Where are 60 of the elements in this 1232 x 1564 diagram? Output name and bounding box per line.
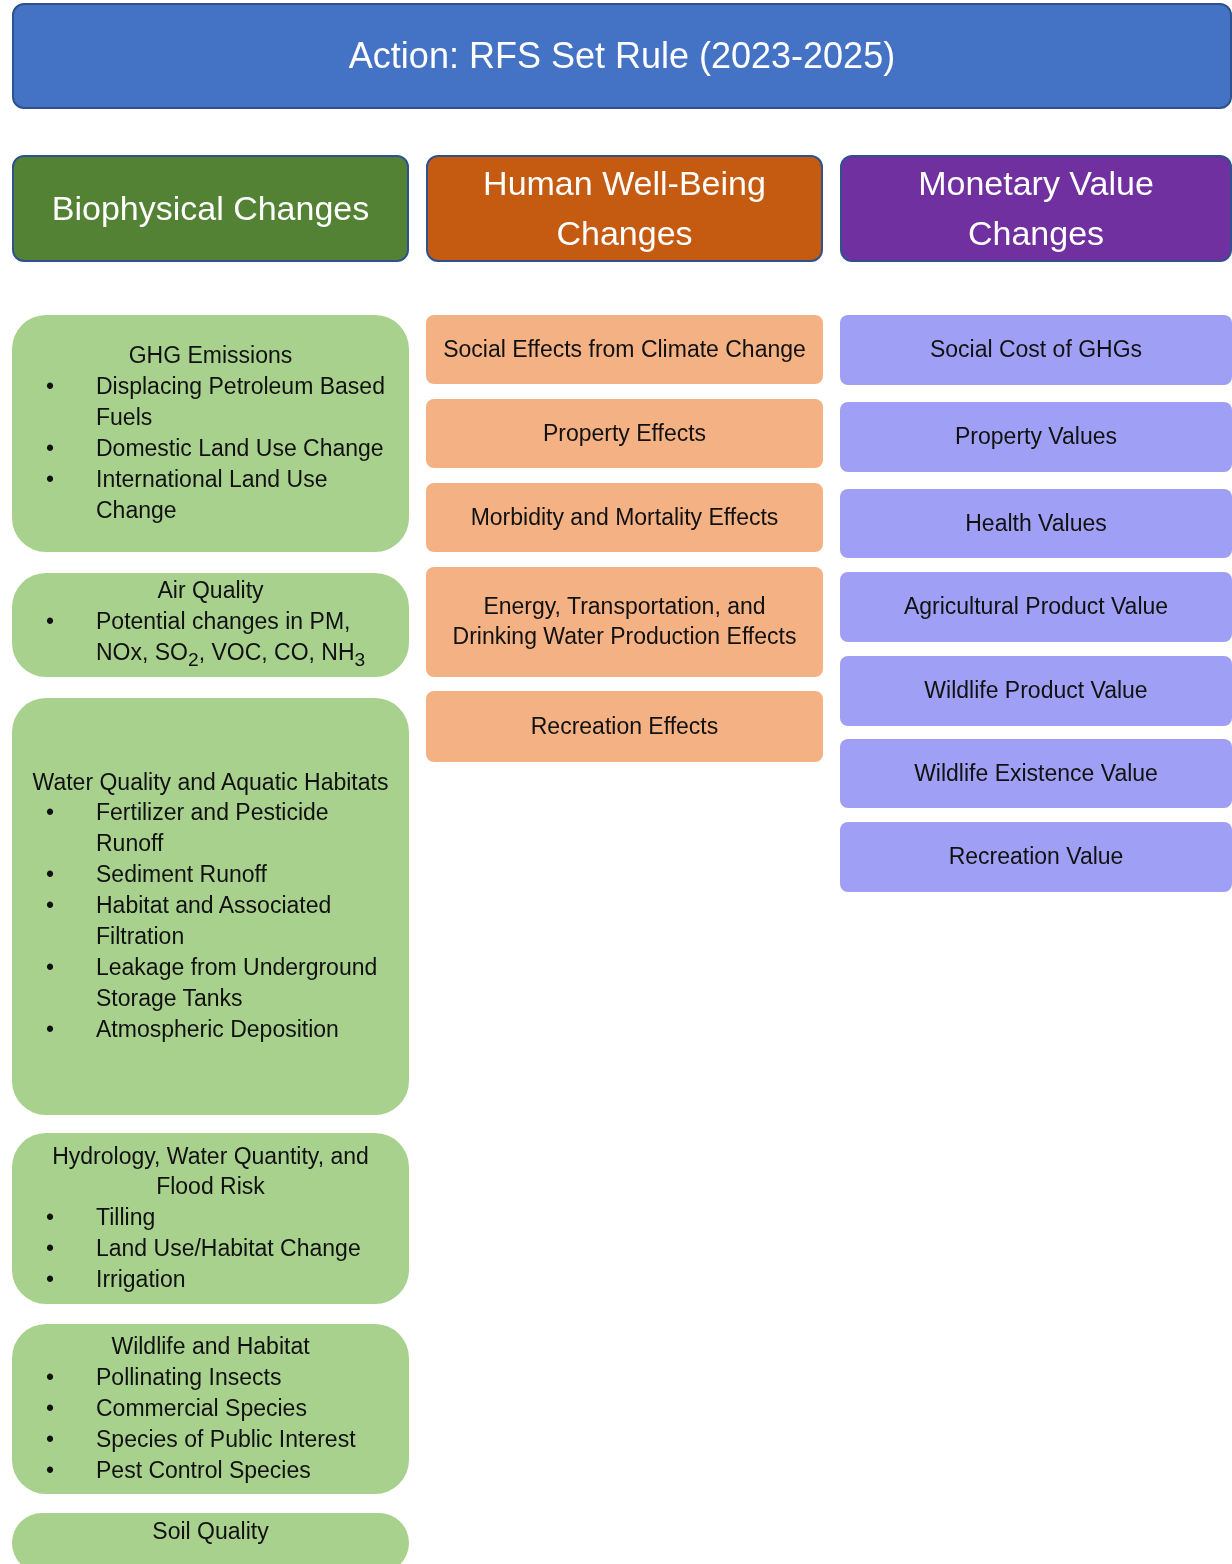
bullet-item: • International Land Use Change — [46, 464, 329, 525]
column-header — [426, 155, 823, 262]
card-label: Wildlife Product Value — [924, 676, 1148, 706]
bullet-item: • Irrigation — [46, 1264, 187, 1294]
category-card — [12, 698, 409, 1115]
category-card — [12, 1513, 409, 1564]
card-heading: GHG Emissions — [128, 341, 293, 371]
card-label: Morbidity and Mortality Effects — [470, 502, 779, 532]
effect-card — [426, 691, 823, 762]
title-banner — [12, 3, 1232, 109]
card-heading: Water Quality and Aquatic Habitats — [32, 767, 389, 797]
header-title: Monetary Value Changes — [917, 163, 1155, 254]
bullet-item: • Potential changes in PM, NOx, SO$_{2}$, VOC, CO, NH$_{3}$ — [46, 606, 367, 672]
bullet-item: • Pollinating Insects — [46, 1362, 283, 1392]
bullet-item: • Pest Control Species — [46, 1455, 312, 1485]
card-label: Recreation Value — [948, 842, 1124, 872]
category-card — [12, 1324, 409, 1494]
value-card — [840, 739, 1232, 808]
header-title: Biophysical Changes — [51, 187, 370, 229]
bullet-item: • Habitat and Associated Filtration — [46, 891, 333, 952]
value-card — [840, 572, 1232, 642]
effect-card — [426, 483, 823, 552]
card-label: Property Values — [955, 422, 1117, 452]
card-label: Wildlife Existence Value — [914, 758, 1158, 788]
value-card — [840, 822, 1232, 892]
effect-card — [426, 315, 823, 384]
value-card — [840, 656, 1232, 726]
effect-card — [426, 567, 823, 677]
card-label: Recreation Effects — [530, 711, 719, 741]
bullet-item: • Atmospheric Deposition — [46, 1015, 340, 1045]
bullet-item: • Displacing Petroleum Based Fuels — [46, 371, 386, 432]
bullet-item: • Tilling — [46, 1202, 157, 1232]
card-label: Social Cost of GHGs — [929, 335, 1143, 365]
value-card — [840, 315, 1232, 385]
bullet-item: • Sediment Runoff — [46, 860, 268, 890]
category-card — [12, 1133, 409, 1304]
card-heading: Air Quality — [157, 575, 264, 605]
card-label: Social Effects from Climate Change — [443, 334, 806, 364]
card-label: Property Effects — [542, 418, 707, 448]
banner-title: Action: RFS Set Rule (2023-2025) — [348, 33, 896, 78]
bullet-item: • Fertilizer and Pesticide Runoff — [46, 798, 330, 859]
bullet-item: • Commercial Species — [46, 1393, 308, 1423]
bullet-item: • Domestic Land Use Change — [46, 433, 385, 463]
bullet-item: • Leakage from Underground Storage Tanks — [46, 953, 379, 1014]
card-heading: Soil Quality — [152, 1517, 269, 1546]
effect-card — [426, 399, 823, 468]
card-label: Health Values — [965, 508, 1107, 538]
card-heading: Wildlife and Habitat — [111, 1332, 310, 1362]
value-card — [840, 402, 1232, 472]
header-title: Human Well-Being Changes — [482, 163, 767, 254]
value-card — [840, 489, 1232, 558]
card-heading: Hydrology, Water Quantity, and Flood Risk — [51, 1142, 370, 1201]
category-card — [12, 315, 409, 552]
column-header — [840, 155, 1232, 262]
card-label: Energy, Transportation, and Drinking Water Production Effects — [451, 592, 798, 651]
card-label: Agricultural Product Value — [903, 592, 1169, 622]
column-header — [12, 155, 409, 262]
category-card — [12, 573, 409, 677]
bullet-item: • Species of Public Interest — [46, 1424, 357, 1454]
bullet-item: • Land Use/Habitat Change — [46, 1233, 362, 1263]
